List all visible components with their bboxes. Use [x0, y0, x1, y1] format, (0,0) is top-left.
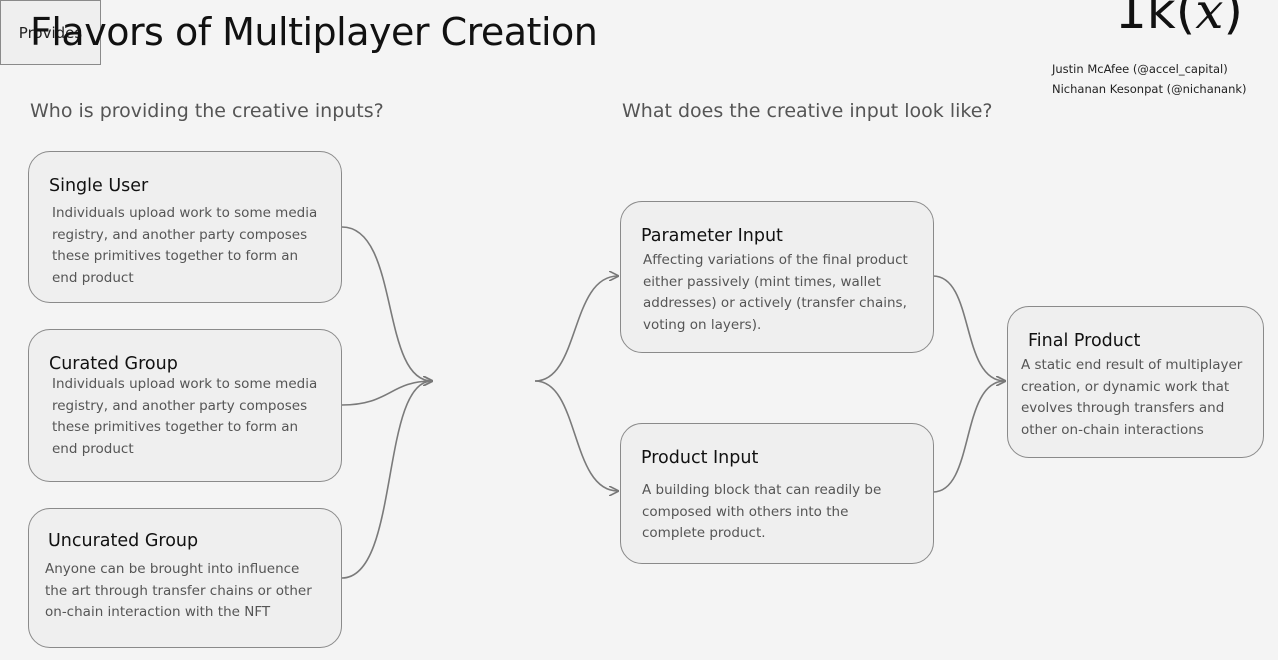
arrow-parameter-to-final [932, 275, 1005, 381]
page-title: Flavors of Multiplayer Creation [30, 10, 598, 54]
author-2: Nichanan Kesonpat (@nichanank) [1052, 82, 1247, 96]
box-curated-group: Curated Group Individuals upload work to… [28, 329, 342, 482]
logo-variable: x [1195, 0, 1224, 40]
box-title: Parameter Input [641, 226, 783, 246]
provides-node: Provides [0, 0, 101, 65]
arrow-curated-to-provides [341, 381, 432, 406]
logo-1kx: 1k(x) [1115, 0, 1243, 40]
arrow-single-user-to-provides [341, 226, 432, 381]
arrow-provides-to-product [534, 380, 618, 491]
box-description: Individuals upload work to some media re… [52, 205, 318, 286]
box-description: A building block that can readily be com… [642, 482, 882, 541]
box-title: Uncurated Group [48, 531, 199, 551]
box-parameter-input: Parameter Input Affecting variations of … [620, 201, 934, 353]
box-product-input: Product Input A building block that can … [620, 423, 934, 564]
box-title: Single User [49, 176, 149, 196]
box-uncurated-group: Uncurated Group Anyone can be brought in… [28, 508, 342, 648]
box-single-user: Single User Individuals upload work to s… [28, 151, 342, 303]
arrow-product-to-final [932, 381, 1005, 493]
section-heading-providers: Who is providing the creative inputs? [30, 100, 384, 122]
box-title: Final Product [1028, 331, 1141, 351]
box-description: Affecting variations of the final produc… [643, 252, 908, 333]
arrow-provides-to-parameter [534, 276, 618, 382]
box-description: Anyone can be brought into influence the… [45, 561, 312, 620]
box-description: Individuals upload work to some media re… [52, 376, 318, 457]
logo-paren: ) [1223, 0, 1243, 40]
box-description: A static end result of multiplayer creat… [1021, 357, 1243, 438]
arrow-uncurated-to-provides [341, 381, 432, 579]
box-title: Product Input [641, 448, 759, 468]
box-final-product: Final Product A static end result of mul… [1007, 306, 1264, 458]
author-1: Justin McAfee (@accel_capital) [1052, 62, 1228, 76]
logo-text: 1k( [1115, 0, 1196, 40]
box-title: Curated Group [49, 354, 178, 374]
section-heading-inputs: What does the creative input look like? [622, 100, 993, 122]
